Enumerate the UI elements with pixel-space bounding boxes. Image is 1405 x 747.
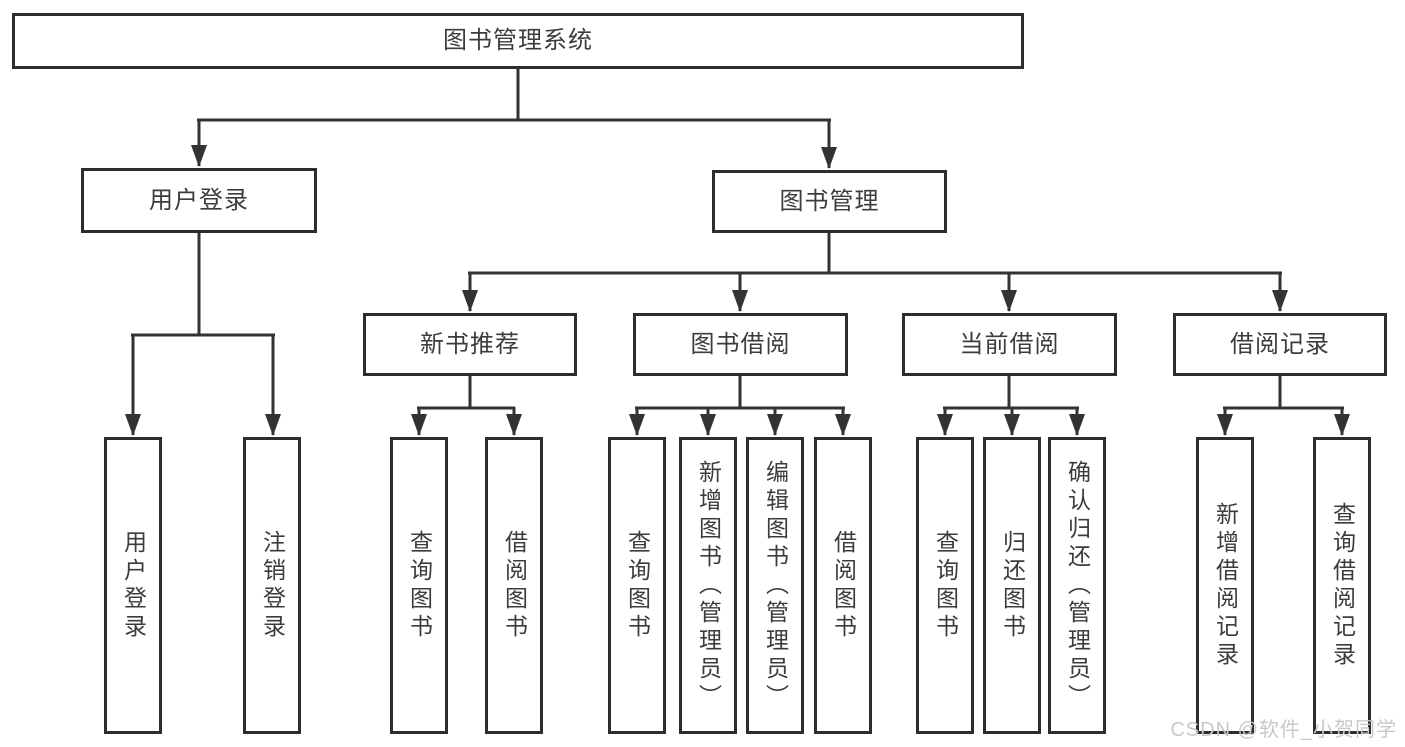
leaf-borrow-books-1: 借阅图书 xyxy=(485,437,543,734)
node-new-book-recommend: 新书推荐 xyxy=(363,313,577,376)
leaf-add-book-admin: 新增图书（管理员） xyxy=(679,437,737,734)
node-borrowing-records: 借阅记录 xyxy=(1173,313,1387,376)
leaf-user-login: 用户登录 xyxy=(104,437,162,734)
leaf-query-books-1: 查询图书 xyxy=(390,437,448,734)
connector-user-login-children xyxy=(125,233,281,436)
connector-borrowing-records-children xyxy=(1217,376,1350,436)
connector-current-borrowing-children xyxy=(937,376,1085,436)
node-user-login: 用户登录 xyxy=(81,168,317,233)
leaf-logout: 注销登录 xyxy=(243,437,301,734)
connector-book-borrowing-children xyxy=(629,376,851,436)
leaf-query-borrow-record: 查询借阅记录 xyxy=(1313,437,1371,734)
leaf-borrow-books-2: 借阅图书 xyxy=(814,437,872,734)
node-current-borrowing: 当前借阅 xyxy=(902,313,1117,376)
csdn-watermark: CSDN @软件_小贺同学 xyxy=(1170,719,1397,741)
node-root: 图书管理系统 xyxy=(12,13,1024,69)
node-book-management: 图书管理 xyxy=(712,170,947,233)
node-book-borrowing: 图书借阅 xyxy=(633,313,848,376)
leaf-confirm-return-admin: 确认归还（管理员） xyxy=(1048,437,1106,734)
leaf-add-borrow-record: 新增借阅记录 xyxy=(1196,437,1254,734)
leaf-return-book: 归还图书 xyxy=(983,437,1041,734)
leaf-query-books-2: 查询图书 xyxy=(608,437,666,734)
connector-book-management-children xyxy=(462,233,1288,312)
leaf-query-books-3: 查询图书 xyxy=(916,437,974,734)
leaf-edit-book-admin: 编辑图书（管理员） xyxy=(746,437,804,734)
connector-new-book-children xyxy=(411,376,522,436)
connector-root-to-level2 xyxy=(191,69,837,169)
